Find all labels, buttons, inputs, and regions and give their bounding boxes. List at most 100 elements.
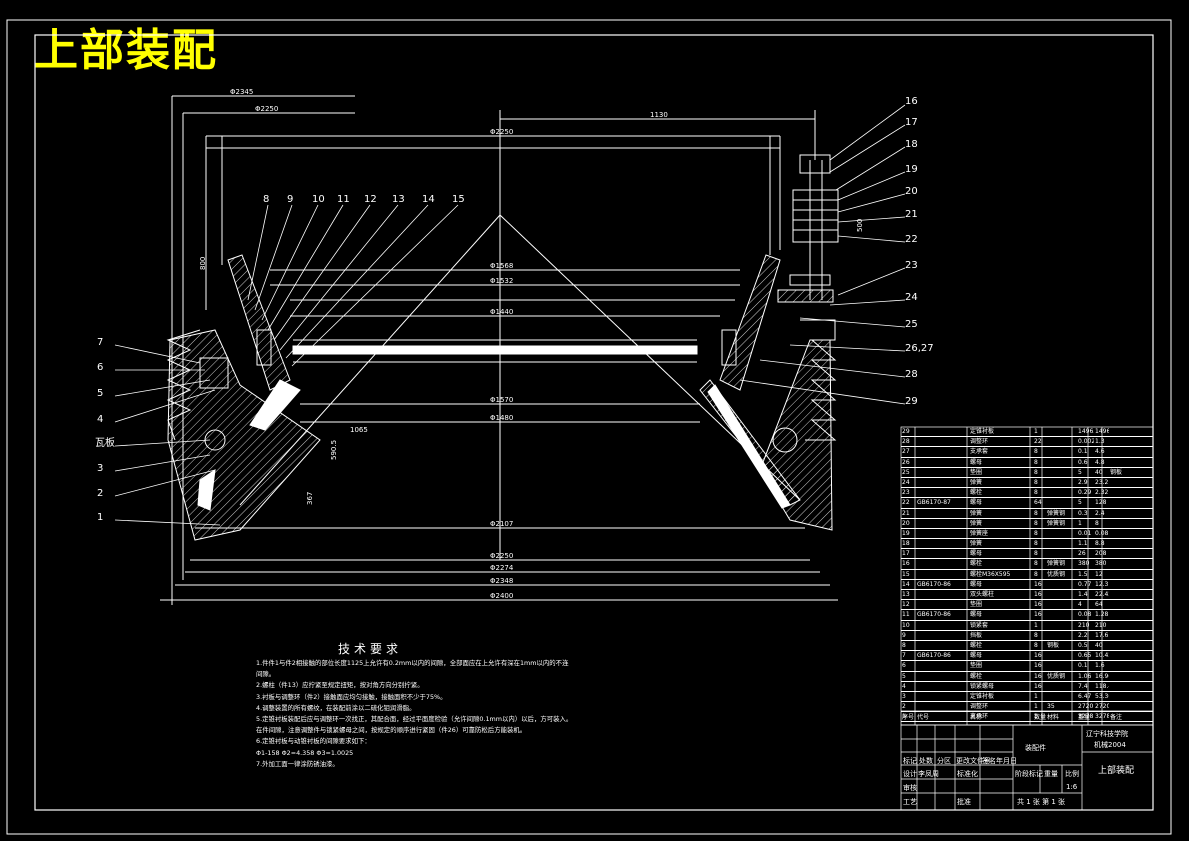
bom-cell-code [916,549,969,558]
bom-cell-note [1109,580,1150,589]
dim-d1568: Φ1568 [490,262,513,270]
callout-2: 2 [97,488,103,499]
title-block-review: 审核 [903,784,917,792]
bom-cell-code [916,590,969,599]
bom-cell-mat [1046,661,1077,670]
bom-cell-name: 弹簧 [970,478,983,486]
bom-cell-no: 11 [902,611,910,619]
dim-1130: 1130 [650,111,668,119]
callout-11: 11 [337,194,350,205]
bom-cell-w2: 53.36 [1095,692,1109,700]
callout-23: 23 [905,260,918,271]
bom-cell-no: 17 [902,550,910,558]
bom-cell-w2: 17.6 [1095,631,1109,639]
requirement-line: Φ1-158 Φ2=4.358 Φ3=1.0025 [256,748,354,757]
bom-cell-note [1109,702,1150,711]
bom-cell-w1: 0.5 [1078,641,1088,649]
bom-cell-code: GB6170-86 [917,611,951,619]
title-block-change-doc: 更改文件号 [956,757,991,765]
bom-cell-mat [1046,590,1077,599]
callout-22: 22 [905,234,918,245]
bom-cell-w2: 23.2 [1095,478,1109,486]
bom-cell-mat [1046,651,1077,660]
bom-cell-w2: 12 [1095,570,1103,578]
bom-cell-no: 12 [902,601,910,609]
bom-cell-note [1109,447,1150,456]
bom-cell-name: 螺母 [970,458,983,466]
bom-cell-w2: 8.8 [1095,540,1105,548]
bom-cell-name: 螺母 [970,580,983,588]
bom-cell-w1: 5 [1078,468,1082,476]
bom-cell-w1: 0.77 [1078,580,1092,588]
title-block-approve: 批准 [957,798,971,806]
bom-cell-no: 6 [902,662,906,670]
callout-1: 1 [97,512,103,523]
bom-cell-w1: 1.5 [1078,570,1088,578]
bom-cell-w2: 4.8 [1095,458,1105,466]
bom-cell-qty: 22 [1034,438,1042,446]
callout-12: 12 [364,194,377,205]
bom-cell-note [1109,621,1150,630]
bom-cell-w1: 0.6 [1078,458,1088,466]
title-block-scale-value: 1:6 [1066,783,1078,791]
callout-20: 20 [905,186,918,197]
bom-cell-code [916,478,969,487]
callout-26-27: 26,27 [905,343,934,354]
bom-cell-w1: 1496.8 [1078,428,1094,435]
bom-cell-note [1109,692,1150,701]
bom-cell-name: 垫圈 [970,662,983,670]
bom-cell-mat [1046,488,1077,497]
bom-header-qty: 数量 [1034,714,1046,721]
bom-cell-no: 5 [902,672,906,680]
bom-cell-name: 定锥衬板 [970,428,995,435]
callout-8: 8 [263,194,269,205]
title-block-count: 处数 [919,757,933,765]
bom-cell-qty: 8 [1034,550,1038,558]
bom-cell-note [1109,549,1150,558]
bom-cell-code [916,437,969,446]
bom-cell-w2: 1.3 [1095,438,1105,446]
bom-cell-code [916,447,969,456]
callout-25: 25 [905,319,918,330]
requirement-line: 3.衬板与调整环（件2）接触面应均匀接触，接触面积不少于75%。 [256,692,447,701]
bom-cell-mat [1046,498,1077,507]
bom-cell-no: 8 [902,641,906,649]
callout-21: 21 [905,209,918,220]
bom-cell-w2: 16.96 [1095,672,1109,680]
bom-cell-qty: 16 [1034,682,1042,690]
bom-cell-code: GB6170-87 [917,499,951,507]
bom-cell-mat [1046,682,1077,691]
bom-cell-w2: 12.3 [1095,580,1109,588]
bom-cell-w2: 22.42 [1095,591,1109,598]
bom-cell-note [1109,672,1150,681]
bom-cell-name: 螺母 [970,499,983,507]
bom-cell-no: 9 [902,631,906,639]
bom-cell-mat: 弹簧钢 [1047,560,1066,568]
bom-cell-w1: 6.47 [1078,692,1092,700]
bom-cell-mat [1046,529,1077,538]
bom-cell-qty: 8 [1034,509,1038,517]
bom-cell-w2: 1.28 [1095,611,1109,619]
bom-cell-name: 调整环 [970,438,989,446]
title-block-designer: 李凤周 [918,770,939,778]
bom-cell-qty: 8 [1034,448,1038,456]
bom-cell-no: 25 [902,468,910,476]
bom-cell-mat [1046,600,1077,609]
bom-cell-no: 13 [902,591,910,598]
bom-cell-w1: 0.1 [1078,448,1088,456]
bom-cell-code [916,600,969,609]
dim-1065: 1065 [350,426,368,434]
bom-cell-note [1109,641,1150,650]
bom-cell-name: 弹簧座 [970,529,989,537]
